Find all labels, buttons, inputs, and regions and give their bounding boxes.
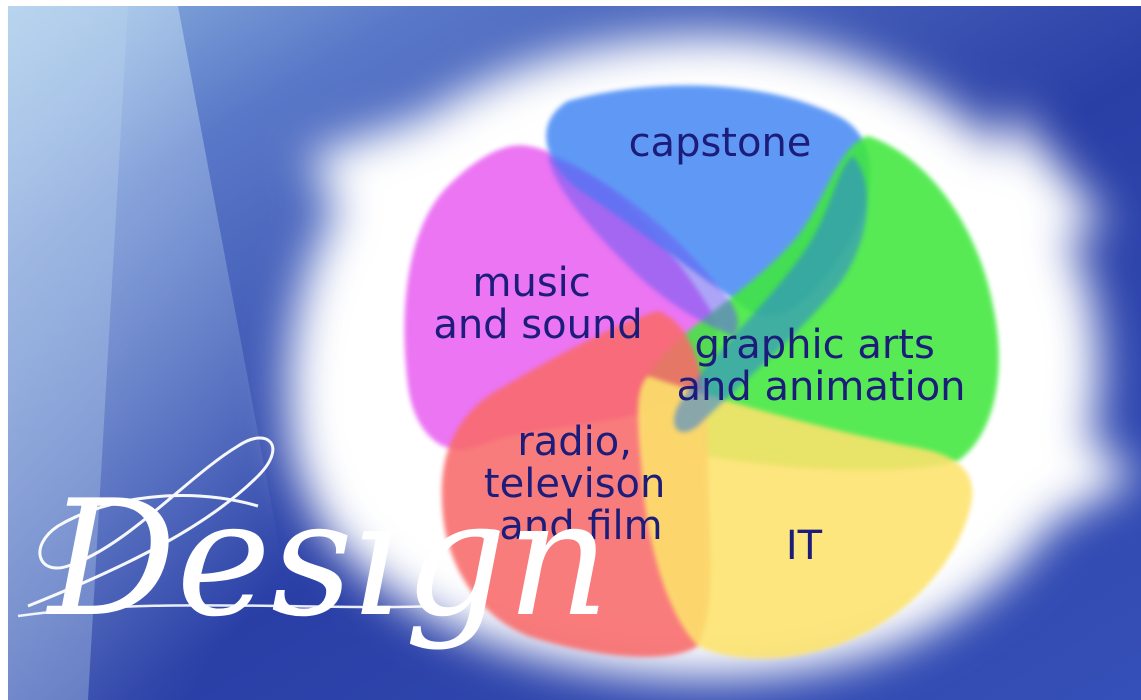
label-it-line-1: IT [786,523,823,569]
petal-labels: capstone music and sound graphic arts an… [433,120,965,569]
light-beam-2 [8,6,128,700]
title-flourish [27,436,275,608]
petal-music-tail [548,156,738,336]
label-radio-line-2: televison [484,461,665,507]
title-underline-swash [17,603,439,618]
petal-it [638,376,973,659]
diagram-svg: capstone music and sound graphic arts an… [8,6,1141,700]
label-graphic: graphic arts and animation [676,322,965,410]
label-graphic-line-2: and animation [676,364,965,410]
label-it: IT [786,523,823,569]
label-capstone-line-1: capstone [629,120,812,166]
label-radio-line-3: and film [499,503,662,549]
light-beam [8,6,308,700]
petal-group [404,85,999,659]
design-diagram-canvas: capstone music and sound graphic arts an… [8,6,1141,700]
label-radio-line-1: radio, [517,419,632,465]
label-graphic-line-1: graphic arts [694,322,934,368]
design-title: Design [45,465,610,652]
label-music-line-2: and sound [433,302,642,348]
label-music-line-1: music [473,260,591,306]
design-title-group: Design [17,436,610,652]
label-music: music and sound [433,260,642,348]
petal-capstone-tail [674,156,868,433]
label-radio: radio, televison and film [484,419,678,549]
label-capstone: capstone [629,120,812,166]
